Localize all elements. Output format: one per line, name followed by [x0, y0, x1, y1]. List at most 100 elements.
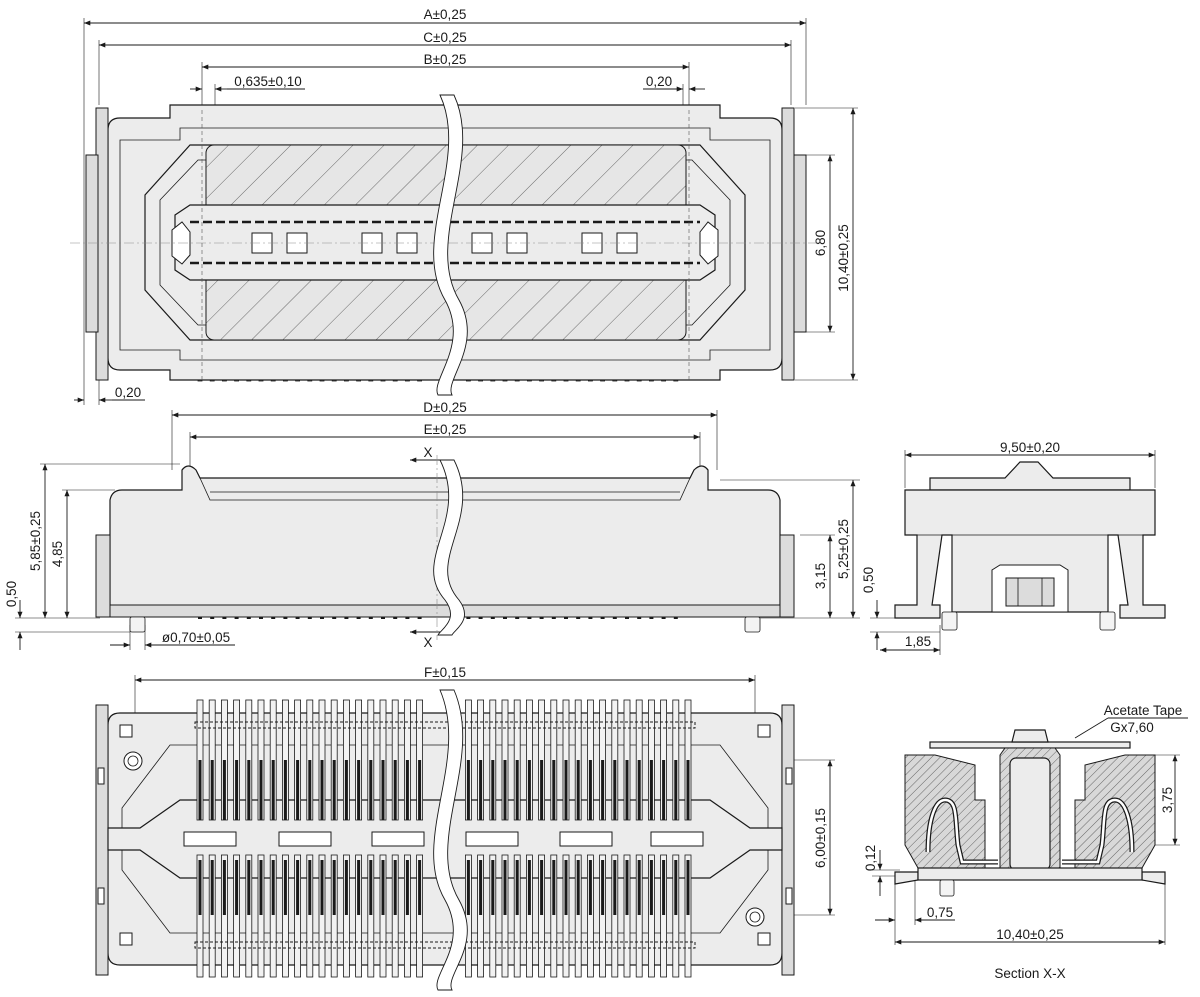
end-view-latch: [1005, 577, 1055, 607]
rail-slot: [371, 831, 425, 847]
contact-upper-core: [588, 760, 592, 820]
contact-lower-core: [210, 860, 214, 915]
bottom-view-corner-marks: [97, 724, 793, 946]
dimension-lines-side: [15, 410, 860, 650]
contact-lower-core: [222, 860, 226, 915]
contact-upper-core: [393, 760, 397, 820]
rail-slot: [650, 831, 704, 847]
contact-lower-core: [662, 860, 666, 915]
dim-c-label: C±0,25: [423, 30, 466, 45]
contact-upper-core: [357, 760, 361, 820]
contact-lower-core: [613, 860, 617, 915]
contact-upper-core: [235, 760, 239, 820]
lead-thickness-label: 0,12: [863, 845, 878, 871]
contact-upper-core: [601, 760, 605, 820]
contact-lower: [599, 854, 606, 978]
top-view-break-line: [433, 94, 468, 396]
contact-lower-core: [515, 860, 519, 915]
contact-lower: [403, 854, 411, 978]
contact-upper-core: [466, 760, 470, 820]
contact-lower: [294, 854, 302, 978]
total-height-label: 5,85±0,25: [28, 511, 43, 571]
contact-lower: [220, 854, 228, 978]
contact-upper-core: [637, 760, 641, 820]
contact-lower-core: [320, 860, 324, 915]
contact-lower: [538, 854, 545, 978]
height-inner-label: 6,80: [813, 230, 828, 256]
contact-lower: [257, 854, 265, 978]
contact-lower: [330, 854, 338, 978]
left-peg: [129, 616, 146, 633]
bottom-view-contacts: [194, 699, 696, 978]
contact-upper-core: [527, 760, 531, 820]
section-inner-height-label: 3,75: [1160, 787, 1175, 813]
contact-lower: [355, 854, 363, 978]
contact-upper-core: [515, 760, 519, 820]
section-peg: [939, 879, 955, 897]
contact-lower: [672, 854, 680, 978]
rail-slot: [183, 831, 237, 847]
dim-f-label: F±0,15: [424, 665, 466, 680]
contact-lower: [526, 854, 533, 978]
side-offset-label: 0,20: [115, 385, 141, 400]
top-view-tongue-inner: [159, 159, 731, 326]
contact-lower-core: [271, 860, 275, 915]
contact-lower-core: [418, 860, 422, 915]
section-right-lead: [1141, 871, 1166, 885]
contact-lower-core: [393, 860, 397, 915]
contact-lower: [391, 854, 399, 978]
tape-size-label: Gx7,60: [1110, 720, 1154, 735]
contact-lower: [306, 854, 314, 978]
rail-slot: [278, 831, 332, 847]
contact-lower-core: [296, 860, 300, 915]
contact-lower: [233, 854, 241, 978]
contact-lower: [611, 854, 619, 978]
contact-upper-core: [210, 760, 214, 820]
contact-lower-core: [357, 860, 361, 915]
contact-upper-core: [320, 760, 324, 820]
end-view: 9,50±0,20 0,50 1,85: [861, 440, 1166, 655]
contact-upper-core: [271, 760, 275, 820]
contact-upper-core: [259, 760, 263, 820]
contact-lower-core: [235, 860, 239, 915]
tape-label: Acetate Tape: [1104, 703, 1183, 718]
section-width-label: 10,40±0,25: [996, 927, 1063, 942]
contact-row-lower: [194, 941, 696, 949]
contact-lower-core: [479, 860, 483, 915]
contact-lower: [623, 854, 631, 978]
contact-lower: [660, 854, 667, 978]
section-tongue: [1009, 757, 1051, 871]
peg-hole-top-left: [123, 751, 143, 771]
bottom-left-holddown: [95, 704, 109, 976]
end-view-top-cap: [929, 461, 1131, 491]
contact-lower: [550, 854, 558, 978]
contact-upper-core: [479, 760, 483, 820]
bottom-view: F±0,15 6,00±0,15: [95, 665, 835, 991]
section-center-boss: [1011, 729, 1049, 743]
end-standoff-label: 0,50: [861, 567, 876, 593]
bottom-right-holddown: [781, 704, 795, 976]
contact-lower: [635, 854, 643, 978]
side-view-break-line: [433, 459, 465, 636]
contact-lower-core: [381, 860, 385, 915]
contact-upper-core: [576, 760, 580, 820]
end-peg-offset-label: 1,85: [905, 634, 931, 649]
right-inner-label: 3,15: [813, 563, 828, 589]
dim-e-label: E±0,25: [424, 422, 467, 437]
top-view-inner-frame: [119, 127, 771, 361]
peg-hole-bottom-right: [745, 907, 765, 927]
left-holddown-inner: [85, 154, 99, 333]
section-housing-left: [904, 754, 986, 869]
contact-lower: [245, 854, 253, 978]
contact-lower-core: [527, 860, 531, 915]
dimension-lines-section: [872, 717, 1188, 945]
contact-upper-core: [674, 760, 678, 820]
dim-b-label: B±0,25: [424, 52, 467, 67]
side-view-base: [109, 604, 781, 618]
contact-upper-core: [625, 760, 629, 820]
contact-lower: [587, 854, 594, 978]
contact-lower-core: [552, 860, 556, 915]
contact-lower-core: [283, 860, 287, 915]
section-left-lead: [894, 871, 919, 885]
contact-lower-core: [308, 860, 312, 915]
